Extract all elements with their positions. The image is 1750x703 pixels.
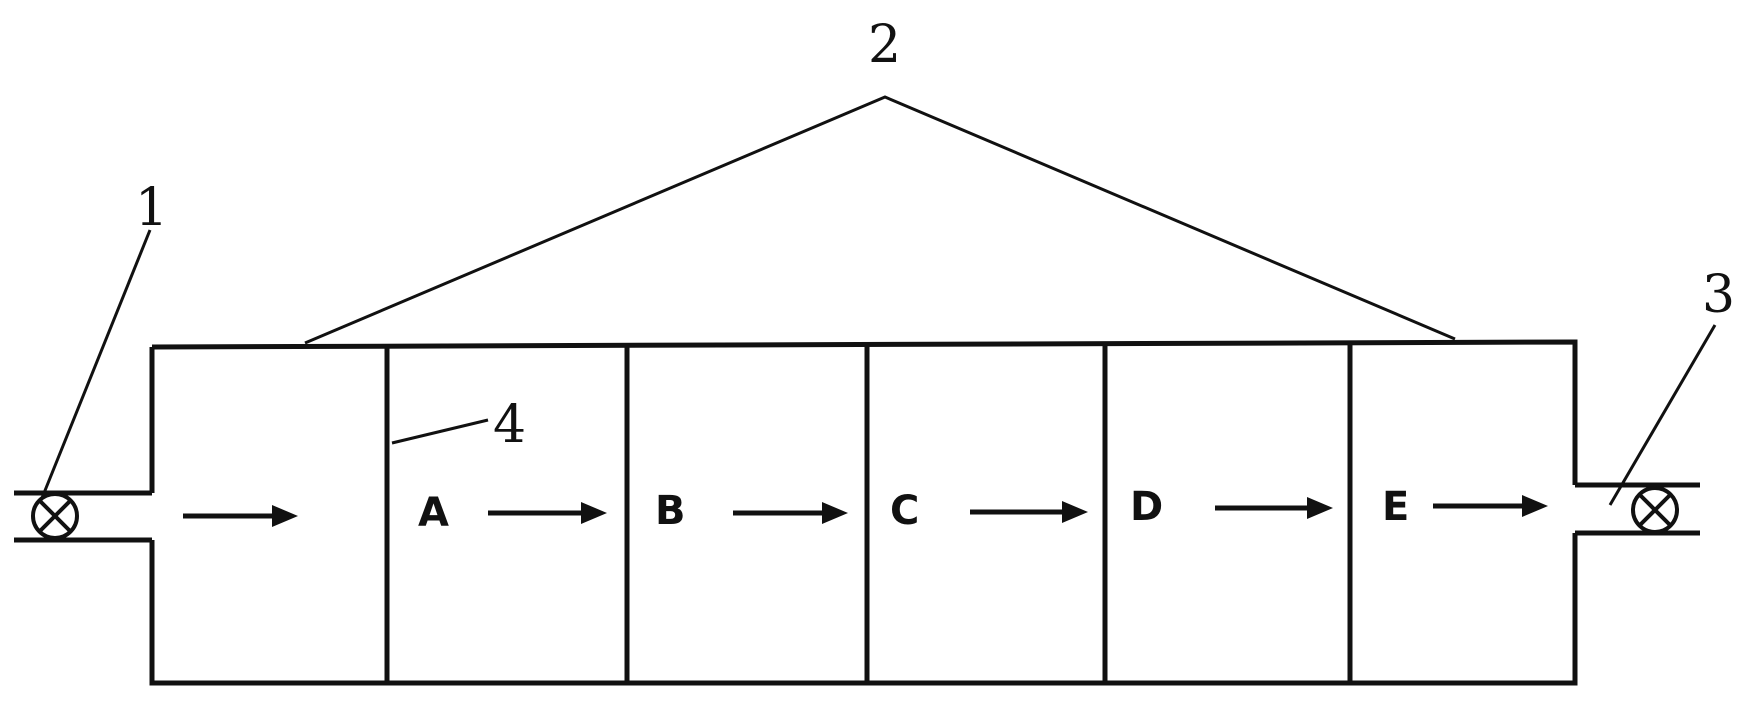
leader-1 [40,229,152,499]
flow-arrow [1215,497,1333,519]
inlet-pipe [14,490,152,543]
zone-labels: A B C D E [418,484,1409,536]
zone-label-e: E [1382,484,1409,530]
outlet-valve-icon [1631,486,1679,534]
flow-arrow [183,505,298,527]
inlet-valve-icon [31,492,79,540]
zone-label-d: D [1130,484,1163,530]
zone-label-b: B [655,488,686,534]
zone-label-c: C [890,488,919,534]
flow-arrows [183,495,1548,527]
vessel [149,339,1578,686]
flow-arrow [970,501,1088,523]
leader-4 [391,418,489,445]
leader-3 [1608,324,1717,506]
callout-inlet-valve: 1 [135,178,168,238]
leader-2 [304,95,1456,345]
callout-compartments: 2 [868,15,901,75]
flow-arrow [488,502,607,524]
leader-lines [40,95,1717,506]
zone-label-a: A [418,490,449,536]
flow-arrow [733,502,848,524]
flow-arrow [1433,495,1548,517]
vessel-outline [149,339,1578,686]
callout-partition: 4 [493,395,526,455]
callout-outlet-valve: 3 [1702,265,1735,325]
outlet-pipe [1575,482,1700,536]
callout-numbers: 1 2 3 4 [135,15,1735,455]
partitions [384,343,1353,683]
